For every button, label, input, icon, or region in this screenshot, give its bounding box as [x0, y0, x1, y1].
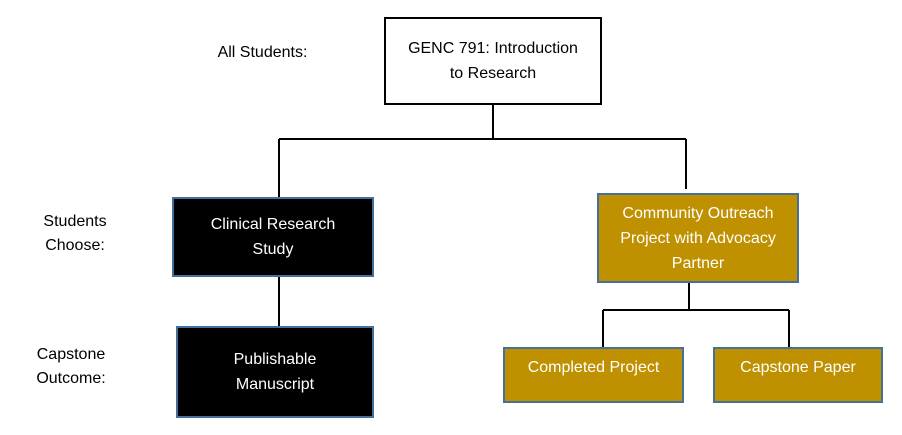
node-intro-line2: to Research: [449, 65, 537, 82]
node-clinical-line2: Study: [252, 241, 294, 258]
row-label-students-choose: Students Choose:: [30, 210, 120, 258]
node-completed-project: Completed Project: [503, 347, 684, 403]
node-completed-line1: Completed Project: [527, 359, 660, 376]
node-community-line3: Partner: [671, 254, 725, 272]
node-capstone-paper: Capstone Paper: [713, 347, 883, 403]
row-label-capstone-outcome-line2: Outcome:: [36, 370, 106, 387]
node-clinical-line1: Clinical Research: [210, 216, 336, 233]
row-label-capstone-outcome-line1: Capstone: [36, 346, 106, 363]
row-label-capstone-outcome: Capstone Outcome:: [26, 343, 116, 391]
row-label-students-choose-line2: Choose:: [45, 237, 105, 254]
row-label-all-students: All Students:: [205, 41, 320, 65]
node-intro-line1: GENC 791: Introduction: [408, 40, 578, 57]
node-capstone-paper-line1: Capstone Paper: [740, 359, 856, 376]
node-community-outreach-project: Community Outreach Project with Advocacy…: [597, 193, 799, 283]
node-clinical-research-study: Clinical Research Study: [172, 197, 374, 277]
node-intro-to-research: GENC 791: Introduction to Research: [384, 17, 602, 105]
node-community-line2: Project with Advocacy: [620, 229, 776, 247]
row-label-all-students-text: All Students:: [217, 44, 308, 61]
node-manuscript-line1: Publishable: [233, 351, 317, 368]
node-community-line1: Community Outreach: [622, 204, 774, 222]
node-publishable-manuscript: Publishable Manuscript: [176, 326, 374, 418]
node-manuscript-line2: Manuscript: [235, 376, 315, 393]
row-label-students-choose-line1: Students: [43, 213, 107, 230]
